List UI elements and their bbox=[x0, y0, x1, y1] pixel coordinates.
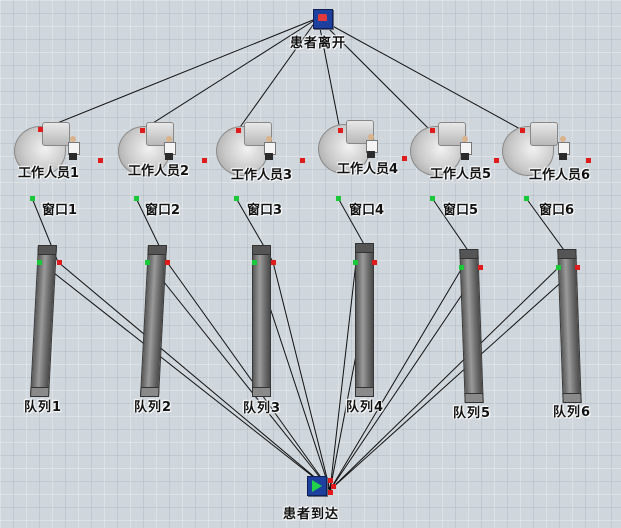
input-port[interactable] bbox=[30, 196, 35, 201]
connector-line bbox=[317, 17, 431, 131]
connector-line bbox=[317, 17, 523, 131]
input-port[interactable] bbox=[134, 196, 139, 201]
connector-line bbox=[329, 267, 578, 491]
connector-line bbox=[166, 261, 331, 491]
queue-label: 队列1 bbox=[24, 400, 63, 415]
input-port[interactable] bbox=[430, 196, 435, 201]
output-port[interactable] bbox=[338, 128, 343, 133]
input-port[interactable] bbox=[37, 260, 42, 265]
sink-icon bbox=[318, 14, 327, 21]
counter-icon bbox=[438, 122, 466, 146]
person-icon bbox=[66, 136, 80, 160]
connector-line bbox=[329, 261, 357, 491]
counter-icon bbox=[42, 122, 70, 146]
output-port[interactable] bbox=[331, 484, 336, 489]
staff-label: 工作人员2 bbox=[128, 164, 190, 179]
person-icon bbox=[262, 136, 276, 160]
connector-line bbox=[329, 267, 559, 491]
source-object[interactable] bbox=[307, 476, 327, 496]
connector-line bbox=[39, 17, 319, 131]
connector-line bbox=[237, 17, 319, 131]
staff-label: 工作人员4 bbox=[337, 162, 399, 177]
input-port[interactable] bbox=[234, 196, 239, 201]
sink-object[interactable] bbox=[313, 9, 333, 29]
output-port[interactable] bbox=[430, 128, 435, 133]
input-port[interactable] bbox=[353, 260, 358, 265]
person-icon bbox=[364, 134, 378, 158]
connector-line bbox=[272, 261, 331, 491]
staff-label: 工作人员1 bbox=[18, 166, 80, 181]
staff-station-5[interactable] bbox=[410, 122, 510, 182]
output-port[interactable] bbox=[236, 128, 241, 133]
output-port[interactable] bbox=[328, 490, 333, 495]
output-port[interactable] bbox=[586, 158, 591, 163]
window-label: 窗口1 bbox=[42, 203, 78, 218]
connector-line bbox=[39, 261, 331, 491]
input-port[interactable] bbox=[145, 260, 150, 265]
window-label: 窗口3 bbox=[247, 203, 283, 218]
output-port[interactable] bbox=[372, 260, 377, 265]
person-icon bbox=[556, 136, 570, 160]
queue-label: 队列2 bbox=[134, 400, 173, 415]
staff-station-1[interactable] bbox=[14, 122, 114, 182]
staff-station-6[interactable] bbox=[502, 122, 602, 182]
queue-label: 队列4 bbox=[346, 400, 385, 415]
counter-icon bbox=[530, 122, 558, 146]
connector-line bbox=[317, 17, 341, 131]
output-port[interactable] bbox=[202, 158, 207, 163]
output-port[interactable] bbox=[494, 158, 499, 163]
queue-4[interactable] bbox=[355, 243, 374, 397]
play-arrow-icon bbox=[312, 480, 322, 492]
window-label: 窗口6 bbox=[539, 203, 575, 218]
input-port[interactable] bbox=[556, 265, 561, 270]
source-label: 患者到达 bbox=[283, 507, 340, 522]
window-label: 窗口5 bbox=[443, 203, 479, 218]
desk-icon bbox=[14, 126, 66, 176]
output-port[interactable] bbox=[98, 158, 103, 163]
connector-line bbox=[329, 267, 481, 491]
connector-line bbox=[141, 17, 319, 131]
connector-line bbox=[57, 261, 331, 491]
output-port[interactable] bbox=[575, 265, 580, 270]
sink-label: 患者离开 bbox=[290, 36, 347, 51]
output-port[interactable] bbox=[402, 156, 407, 161]
queue-3[interactable] bbox=[252, 245, 271, 397]
input-port[interactable] bbox=[336, 196, 341, 201]
window-label: 窗口2 bbox=[145, 203, 181, 218]
staff-station-2[interactable] bbox=[118, 122, 218, 182]
output-port[interactable] bbox=[520, 128, 525, 133]
input-port[interactable] bbox=[252, 260, 257, 265]
output-port[interactable] bbox=[38, 127, 43, 132]
queue-label: 队列6 bbox=[553, 405, 592, 420]
queue-label: 队列3 bbox=[243, 401, 282, 416]
output-port[interactable] bbox=[165, 260, 170, 265]
connector-line bbox=[147, 261, 331, 491]
output-port[interactable] bbox=[140, 128, 145, 133]
person-icon bbox=[458, 136, 472, 160]
connector-line bbox=[329, 267, 463, 491]
staff-label: 工作人员5 bbox=[430, 167, 492, 182]
staff-label: 工作人员6 bbox=[529, 168, 591, 183]
person-icon bbox=[162, 136, 176, 160]
staff-label: 工作人员3 bbox=[231, 168, 293, 183]
output-port[interactable] bbox=[271, 260, 276, 265]
window-label: 窗口4 bbox=[349, 203, 385, 218]
staff-station-3[interactable] bbox=[216, 122, 316, 182]
staff-station-4[interactable] bbox=[318, 120, 418, 180]
output-port[interactable] bbox=[328, 478, 333, 483]
queue-label: 队列5 bbox=[453, 406, 492, 421]
output-port[interactable] bbox=[300, 158, 305, 163]
output-port[interactable] bbox=[57, 260, 62, 265]
input-port[interactable] bbox=[459, 265, 464, 270]
input-port[interactable] bbox=[524, 196, 529, 201]
output-port[interactable] bbox=[478, 265, 483, 270]
